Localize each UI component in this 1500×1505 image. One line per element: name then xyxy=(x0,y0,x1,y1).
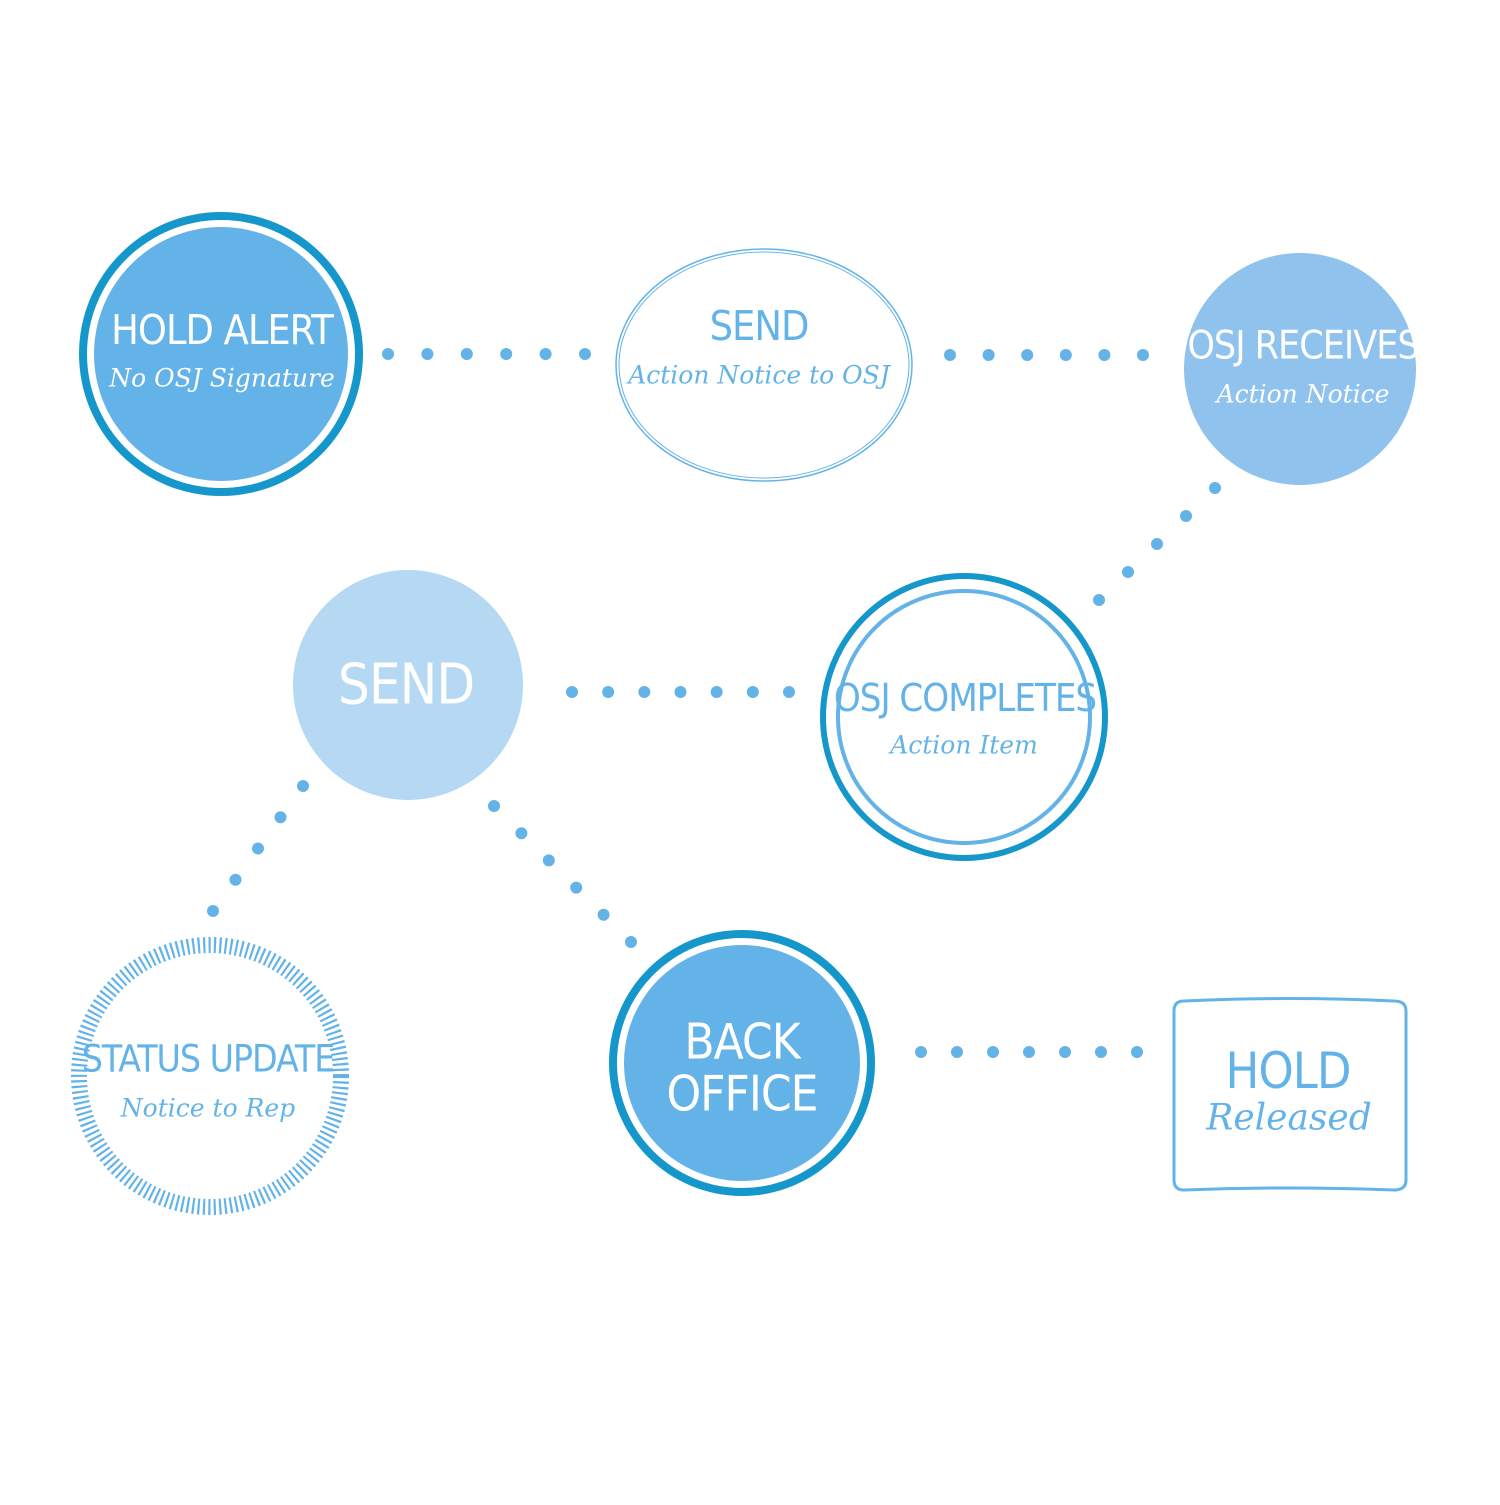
osj-completes-outer-ring xyxy=(820,573,1108,861)
osj-completes-title: OSJ COMPLETES xyxy=(833,676,1097,720)
send-notice-outline-inner xyxy=(618,251,910,479)
connector-dot-send-main-to-back-office xyxy=(515,827,528,840)
connector-dot-back-office-to-hold-released xyxy=(951,1046,963,1058)
node-hold-alert xyxy=(79,212,363,496)
node-osj-completes xyxy=(820,573,1108,861)
send-notice-subtitle: Action Notice to OSJ xyxy=(628,360,890,390)
connector-dot-send-main-to-status-update xyxy=(297,780,309,792)
node-status-update xyxy=(71,937,349,1215)
connector-dot-back-office-to-hold-released xyxy=(915,1046,927,1058)
connector-dot-send-notice-to-osj-receives xyxy=(1098,349,1111,361)
node-send-main xyxy=(293,570,523,800)
status-update-title: STATUS UPDATE xyxy=(81,1037,336,1081)
osj-receives-subtitle: Action Notice xyxy=(1216,379,1390,409)
connector-dot-hold-alert-to-send-notice xyxy=(460,348,473,360)
node-osj-receives xyxy=(1184,253,1416,485)
connector-dot-hold-alert-to-send-notice xyxy=(500,348,513,360)
connector-dot-osj-completes-to-send-main xyxy=(783,686,795,698)
connector-dot-hold-alert-to-send-notice xyxy=(382,348,394,360)
hold-alert-fill xyxy=(94,227,348,481)
connector-dot-osj-completes-to-send-main xyxy=(602,686,615,698)
back-office-fill xyxy=(624,945,860,1181)
connector-dot-osj-completes-to-send-main xyxy=(638,686,651,698)
connector-dot-osj-receives-to-osj-completes xyxy=(1122,566,1134,578)
connector-dot-back-office-to-hold-released xyxy=(1059,1046,1071,1058)
connector-dot-hold-alert-to-send-notice xyxy=(421,348,434,360)
back-office-title-line2: OFFICE xyxy=(666,1065,818,1123)
connector-dot-send-main-to-back-office xyxy=(625,936,637,948)
connector-dot-osj-completes-to-send-main xyxy=(710,686,723,698)
connector-dot-osj-receives-to-osj-completes xyxy=(1209,482,1221,494)
osj-completes-inner-ring xyxy=(836,589,1092,845)
connector-dot-send-main-to-back-office xyxy=(542,854,555,867)
osj-receives-fill xyxy=(1184,253,1416,485)
hold-released-title: HOLD xyxy=(1225,1042,1352,1100)
osj-receives-title: OSJ RECEIVES xyxy=(1187,323,1419,369)
connector-dot-back-office-to-hold-released xyxy=(1095,1046,1107,1058)
node-send-notice xyxy=(615,248,913,482)
node-hold-released xyxy=(1172,997,1408,1192)
status-update-subtitle: Notice to Rep xyxy=(120,1093,296,1123)
connector-dot-back-office-to-hold-released xyxy=(1131,1046,1143,1058)
connector-dot-send-notice-to-osj-receives xyxy=(1059,349,1072,361)
hold-alert-title: HOLD ALERT xyxy=(111,306,334,354)
connector-dot-send-notice-to-osj-receives xyxy=(1137,349,1149,361)
connector-dot-send-main-to-status-update xyxy=(274,811,287,824)
osj-completes-subtitle: Action Item xyxy=(890,730,1038,760)
hold-released-box xyxy=(1172,997,1408,1192)
send-main-title: SEND xyxy=(337,652,475,718)
connector-dot-osj-completes-to-send-main xyxy=(674,686,687,698)
connector-dot-osj-receives-to-osj-completes xyxy=(1151,538,1163,550)
connector-dot-send-main-to-status-update xyxy=(207,905,219,917)
hold-alert-subtitle: No OSJ Signature xyxy=(109,363,335,393)
connector-dot-back-office-to-hold-released xyxy=(987,1046,999,1058)
connector-dot-osj-completes-to-send-main xyxy=(746,686,759,698)
connector-dot-send-main-to-back-office xyxy=(488,800,500,812)
connector-dot-send-main-to-status-update xyxy=(252,842,264,855)
connector-dot-send-notice-to-osj-receives xyxy=(944,349,956,361)
connector-dot-back-office-to-hold-released xyxy=(1023,1046,1035,1058)
connector-dot-send-main-to-back-office xyxy=(570,881,583,894)
connector-dot-send-main-to-back-office xyxy=(597,908,610,921)
status-update-ticked-ring xyxy=(71,937,349,1215)
connector-dot-send-notice-to-osj-receives xyxy=(1021,349,1034,361)
back-office-title-line1: BACK xyxy=(684,1013,800,1071)
connector-dot-send-main-to-status-update xyxy=(229,873,242,886)
connector-dot-hold-alert-to-send-notice xyxy=(579,348,591,360)
connector-dot-send-notice-to-osj-receives xyxy=(982,349,995,361)
connector-dot-osj-receives-to-osj-completes xyxy=(1093,594,1105,606)
connector-dot-osj-completes-to-send-main xyxy=(566,686,578,698)
send-notice-outline-outer xyxy=(615,248,913,482)
node-back-office xyxy=(609,930,875,1196)
connectors xyxy=(207,348,1221,1058)
hold-released-subtitle: Released xyxy=(1206,1097,1372,1139)
connector-dot-osj-receives-to-osj-completes xyxy=(1180,510,1192,522)
connector-dot-hold-alert-to-send-notice xyxy=(539,348,552,360)
send-notice-title: SEND xyxy=(709,302,810,350)
send-main-fill xyxy=(293,570,523,800)
